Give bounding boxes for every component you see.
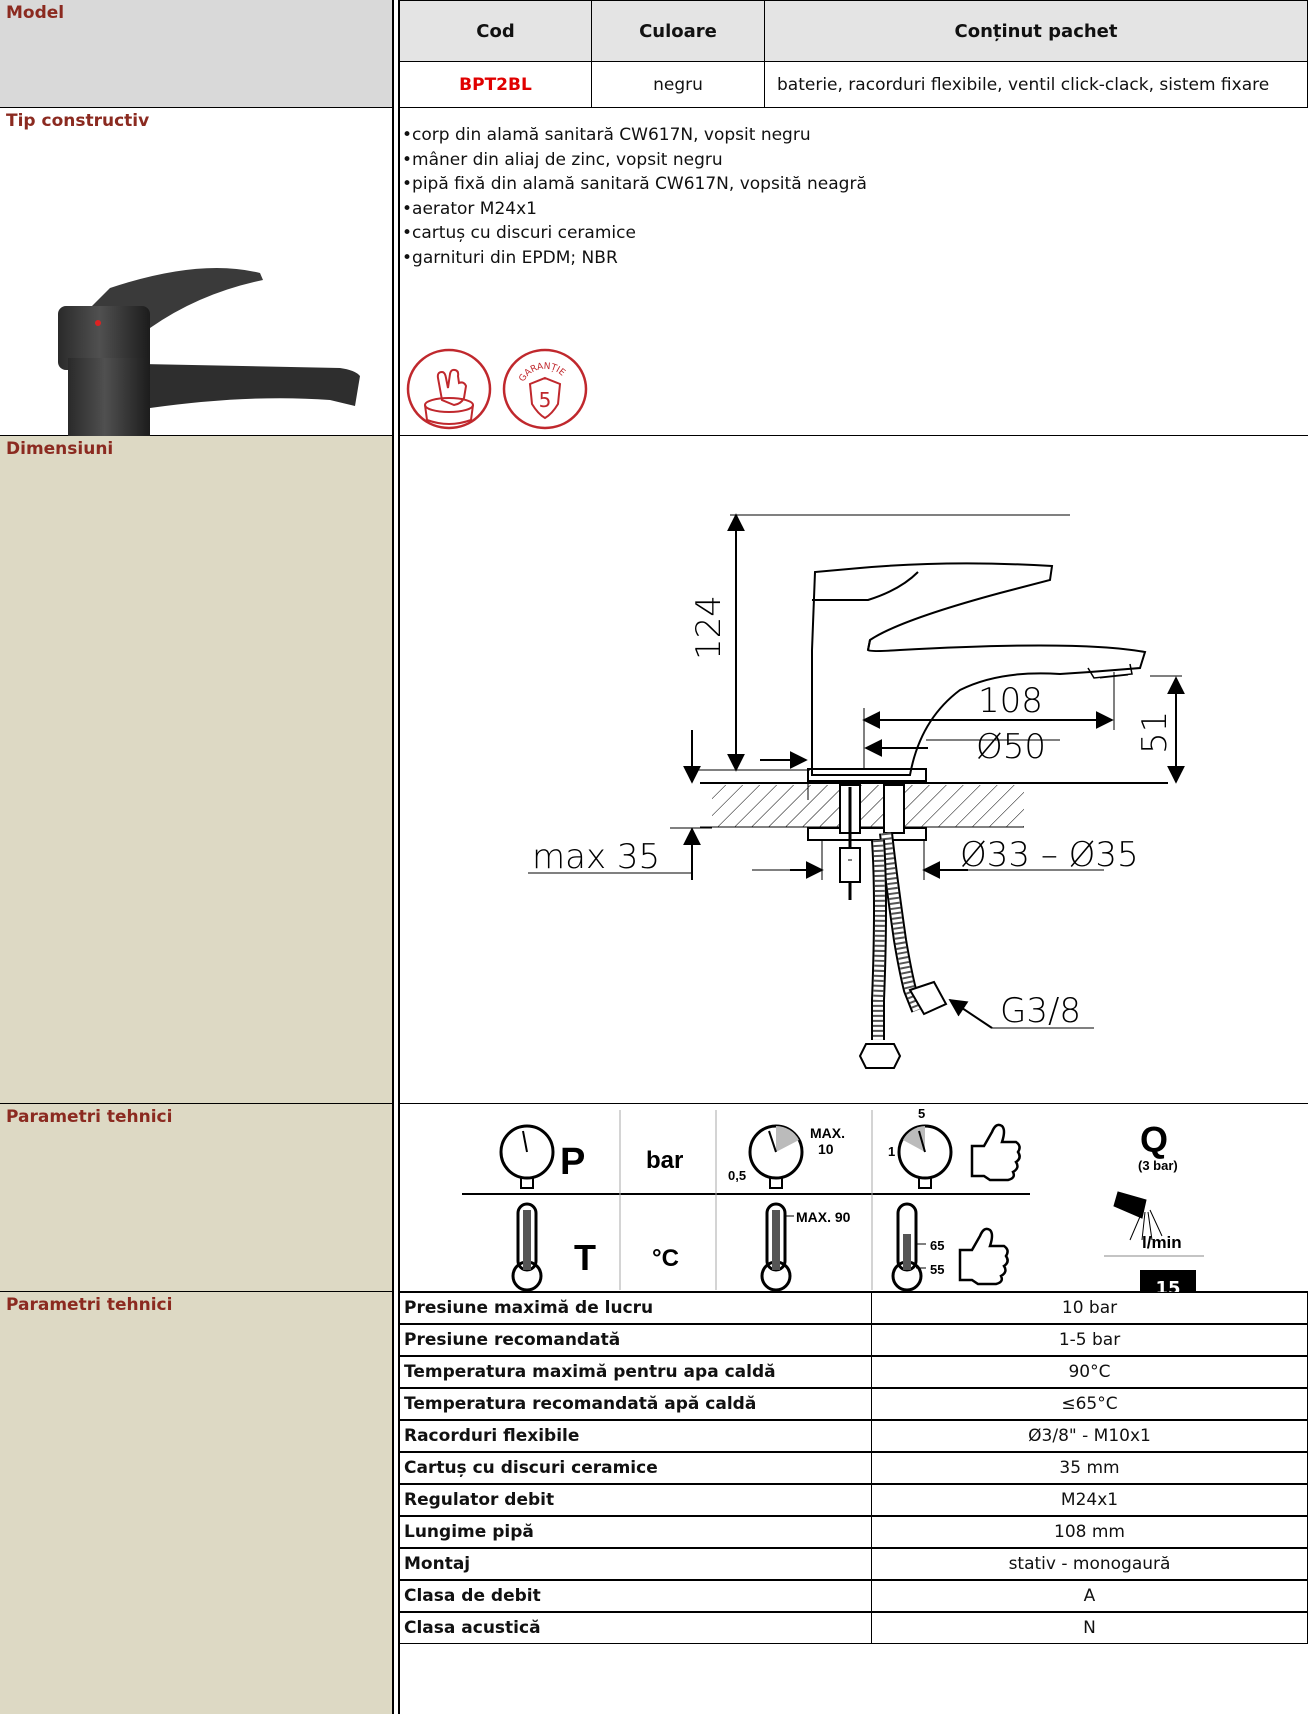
table-row: Regulator debit M24x1 [400,1484,1308,1516]
pictograms-cell: P bar MAX. 10 0,5 5 1 Q (3 bar) T °C MAX… [400,1104,1308,1292]
param-value: M24x1 [872,1484,1308,1516]
dimension-drawing: 124 108 Ø50 51 max 35 Ø33 – Ø35 G3/8 [528,513,1185,1069]
flow-value-box [1140,1270,1196,1292]
features-cell: corp din alamă sanitară CW617N, vopsit n… [400,108,1308,436]
dimensiuni-label-cell: Dimensiuni [0,436,392,1104]
guarantee-badge-icon: GARANȚIE 5 [502,348,588,430]
table-row: Temperatura recomandată apă caldă ≤65°C [400,1388,1308,1420]
tip-label: Tip constructiv [6,111,150,131]
dim-max-thickness: max 35 [532,837,660,877]
max-label: MAX. [810,1125,845,1141]
param-value: A [872,1580,1308,1612]
feature-item: mâner din aliaj de zinc, vopsit negru [402,148,867,173]
product-table: Cod Culoare Conținut pachet BPT2BL negru… [400,0,1308,108]
table-row: Presiune maximă de lucru 10 bar [400,1292,1308,1324]
temp-55: 55 [930,1262,944,1277]
param-name: Regulator debit [400,1484,872,1516]
param-name: Presiune maximă de lucru [400,1292,872,1324]
param2-label: Parametri tehnici [6,1295,173,1315]
feature-item: cartuș cu discuri ceramice [402,221,867,246]
feature-item: pipă fixă din alamă sanitară CW617N, vop… [402,172,867,197]
product-code: BPT2BL [400,61,592,108]
header-continut: Conținut pachet [764,0,1308,62]
param-name: Temperatura recomandată apă caldă [400,1388,872,1420]
column-divider [392,0,400,1714]
param2-label-cell: Parametri tehnici [0,1292,392,1714]
dim-hole: Ø33 – Ø35 [960,835,1139,875]
max-value: 10 [818,1141,834,1157]
model-label-cell: Model [0,0,392,108]
table-row: Clasa acustică N [400,1612,1308,1644]
feature-item: aerator M24x1 [402,197,867,222]
param-name: Clasa acustică [400,1612,872,1644]
pressure-unit: bar [646,1147,683,1174]
param-value: ≤65°C [872,1388,1308,1420]
guarantee-text: GARANȚIE [517,362,567,384]
param-name: Montaj [400,1548,872,1580]
flow-letter: Q [1140,1119,1168,1160]
product-contents: baterie, racorduri flexibile, ventil cli… [764,61,1308,108]
param-name: Presiune recomandată [400,1324,872,1356]
pictogram-panel: P bar MAX. 10 0,5 5 1 Q (3 bar) T °C MAX… [462,1106,1204,1292]
rec-low: 1 [888,1144,895,1159]
pressure-letter: P [560,1141,585,1183]
dimensiuni-label: Dimensiuni [6,439,114,459]
table-row: Racorduri flexibile Ø3/8" - M10x1 [400,1420,1308,1452]
param-name: Racorduri flexibile [400,1420,872,1452]
param-value: 35 mm [872,1452,1308,1484]
table-row: Temperatura maximă pentru apa caldă 90°C [400,1356,1308,1388]
param-name: Lungime pipă [400,1516,872,1548]
table-row: Presiune recomandată 1-5 bar [400,1324,1308,1356]
param-name: Cartuș cu discuri ceramice [400,1452,872,1484]
features-list: corp din alamă sanitară CW617N, vopsit n… [402,123,867,270]
param-value: N [872,1612,1308,1644]
temp-65: 65 [930,1238,944,1253]
table-row: Montaj stativ - monogaură [400,1548,1308,1580]
param-name: Temperatura maximă pentru apa caldă [400,1356,872,1388]
param-value: 1-5 bar [872,1324,1308,1356]
param-name: Clasa de debit [400,1580,872,1612]
param1-label: Parametri tehnici [6,1107,173,1127]
product-color: negru [591,61,765,108]
param1-label-cell: Parametri tehnici [0,1104,392,1292]
table-row: Cartuș cu discuri ceramice 35 mm [400,1452,1308,1484]
temp-letter: T [574,1237,596,1278]
param-value: 108 mm [872,1516,1308,1548]
flow-unit: l/min [1142,1233,1182,1252]
rec-high: 5 [918,1106,925,1121]
dimensions-cell: 124 108 Ø50 51 max 35 Ø33 – Ø35 G3/8 [400,436,1308,1104]
params-table: Presiune maximă de lucru 10 bar Presiune… [400,1292,1308,1714]
dim-spout: 108 [978,681,1043,721]
max90-label: MAX. 90 [796,1209,851,1225]
header-culoare: Culoare [591,0,765,62]
dim-spout-height: 51 [1135,711,1175,754]
min-value: 0,5 [728,1168,746,1183]
dim-thread: G3/8 [1000,991,1081,1031]
tip-label-cell: Tip constructiv [0,108,392,508]
feature-item: garnituri din EPDM; NBR [402,246,867,271]
left-column: Model Tip constructiv [0,0,392,1714]
flow-value: 15 [1155,1278,1180,1292]
temp-unit: °C [652,1245,679,1272]
model-label: Model [6,3,65,23]
header-cod: Cod [400,0,592,62]
param-value: 90°C [872,1356,1308,1388]
param-value: 10 bar [872,1292,1308,1324]
table-row: Clasa de debit A [400,1580,1308,1612]
flow-sub: (3 bar) [1138,1158,1178,1173]
param-value: stativ - monogaură [872,1548,1308,1580]
dim-height: 124 [689,595,729,660]
click-clack-icon [406,348,492,430]
table-row: Lungime pipă 108 mm [400,1516,1308,1548]
param-value: Ø3/8" - M10x1 [872,1420,1308,1452]
feature-item: corp din alamă sanitară CW617N, vopsit n… [402,123,867,148]
guarantee-number: 5 [539,388,552,412]
dim-base-dia: Ø50 [976,727,1046,767]
